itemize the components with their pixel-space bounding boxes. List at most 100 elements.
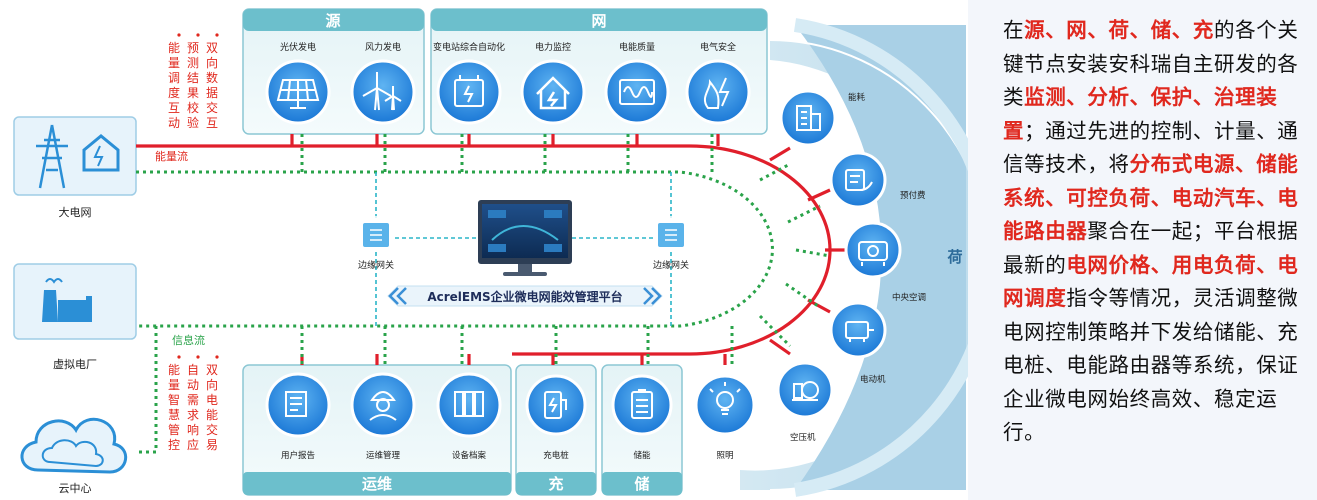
body-text: 指令等情况，灵活调整微电网控制策略并下发给储能、充电桩、电能路由器等系统，保证企… bbox=[1003, 286, 1299, 444]
note-char: 能 bbox=[206, 408, 218, 422]
node-virtual-plant: 虚拟电厂 bbox=[13, 263, 137, 371]
gateway-right-label: 边缘网关 bbox=[653, 259, 689, 271]
note-char: 验 bbox=[187, 115, 199, 130]
note-char: 智 bbox=[168, 392, 180, 407]
info-flow-lines bbox=[136, 134, 831, 454]
note-char: 量 bbox=[168, 378, 180, 392]
highlight-text: 源、网、荷、储、充 bbox=[1024, 18, 1215, 42]
svg-text:双向数据交互: 双向数据交互 bbox=[206, 41, 218, 130]
solar-panel-icon bbox=[276, 79, 320, 109]
worker-helmet-icon bbox=[369, 391, 397, 421]
note-char: 向 bbox=[206, 55, 218, 70]
note-char: 管 bbox=[168, 422, 180, 437]
pv-label: 光伏发电 bbox=[280, 41, 316, 53]
highlight-text: 分布式电源、储能系统、可控负荷、电动汽车、电能路由器 bbox=[1003, 152, 1299, 243]
substation-label: 变电站综合自动化 bbox=[433, 41, 505, 53]
cloud-label: 云中心 bbox=[59, 482, 92, 495]
highlight-text: 电网价格、用电负荷、电网调度 bbox=[1003, 252, 1299, 311]
note-char: 果 bbox=[187, 86, 199, 100]
note-char: 数 bbox=[206, 70, 218, 85]
compressor-icon bbox=[792, 381, 819, 401]
platform-title: AcrelEMS企业微电网能效管理平台 bbox=[427, 289, 622, 304]
load-title: 荷 bbox=[947, 248, 962, 266]
load-arc: 荷 bbox=[740, 18, 968, 497]
top-note-col-2: 预测结果校验 bbox=[187, 41, 199, 130]
note-char: 需 bbox=[187, 393, 199, 407]
grid-power-quality: 电能质量 bbox=[604, 41, 670, 125]
battery-icon bbox=[631, 389, 653, 419]
energy-flow-lines bbox=[136, 134, 845, 365]
note-char: 据 bbox=[206, 86, 218, 100]
top-notes: 双向数据交互 预测结果校验 能量调度互动 bbox=[168, 41, 218, 130]
svg-text:预测结果校验: 预测结果校验 bbox=[187, 41, 199, 130]
note-char: 双 bbox=[206, 41, 218, 55]
charging-station-icon bbox=[544, 391, 567, 419]
grid-power-monitor: 电力监控 bbox=[520, 41, 586, 125]
note-char: 交 bbox=[206, 100, 218, 115]
node-big-grid: 大电网 bbox=[13, 116, 137, 219]
note-char: 互 bbox=[168, 101, 180, 115]
load-hvac: 中央空调 bbox=[844, 221, 926, 303]
hvac-label: 中央空调 bbox=[892, 292, 926, 303]
note-char: 预 bbox=[187, 41, 199, 55]
body-text: 在 bbox=[1003, 18, 1025, 42]
note-char: 能 bbox=[168, 41, 180, 55]
wind-turbine-icon bbox=[362, 72, 402, 111]
gateway-left-label: 边缘网关 bbox=[358, 259, 394, 271]
ops-title: 运维 bbox=[362, 475, 392, 493]
compressor-label: 空压机 bbox=[790, 432, 816, 443]
power-plant-icon bbox=[42, 278, 92, 322]
bottom-note-col-3: 能量智慧管控 bbox=[168, 363, 180, 452]
note-char: 度 bbox=[168, 85, 180, 100]
note-char: 自 bbox=[187, 363, 199, 377]
home-power-icon bbox=[536, 76, 570, 110]
edge-gateway-left: 边缘网关 bbox=[358, 216, 394, 271]
note-char: 测 bbox=[187, 56, 199, 70]
waveform-icon bbox=[619, 79, 655, 105]
building-icon bbox=[796, 105, 821, 131]
grid-title: 网 bbox=[591, 12, 606, 30]
device-archive-label: 设备档案 bbox=[452, 450, 487, 461]
platform-monitor-icon bbox=[478, 200, 572, 276]
electrical-safety-label: 电气安全 bbox=[700, 41, 736, 53]
motor-icon bbox=[845, 321, 874, 342]
svg-text:自动需求响应: 自动需求响应 bbox=[187, 363, 199, 452]
energy-flow-label: 能量流 bbox=[155, 149, 188, 163]
storage-label: 储能 bbox=[633, 450, 651, 461]
note-char: 动 bbox=[187, 378, 199, 392]
ops-maintenance: 运维管理 bbox=[350, 372, 416, 461]
note-char: 交 bbox=[206, 422, 218, 437]
diagram-svg: 源 网 运维 充 储 荷 大电网 bbox=[13, 8, 968, 497]
air-conditioner-icon bbox=[858, 241, 888, 266]
big-grid-label: 大电网 bbox=[59, 205, 92, 219]
motor-label: 电动机 bbox=[860, 374, 886, 385]
note-char: 校 bbox=[187, 100, 199, 115]
note-char: 应 bbox=[187, 437, 199, 452]
top-note-col-3: 能量调度互动 bbox=[168, 41, 180, 130]
top-note-col-1: 双向数据交互 bbox=[206, 41, 218, 130]
note-char: 向 bbox=[206, 377, 218, 392]
note-char: 电 bbox=[206, 393, 218, 407]
note-dots bbox=[177, 33, 219, 359]
body-text: 的各个关键节点安装安科瑞自主研发的各类 bbox=[1003, 18, 1299, 109]
note-char: 结 bbox=[187, 71, 199, 85]
description-paragraph: 在源、网、荷、储、充的各个关键节点安装安科瑞自主研发的各类监测、分析、保护、治理… bbox=[1003, 14, 1303, 450]
light-bulb-icon bbox=[709, 382, 741, 415]
note-char: 调 bbox=[168, 71, 180, 85]
platform-banner: AcrelEMS企业微电网能效管理平台 bbox=[387, 285, 663, 307]
svg-text:能量调度互动: 能量调度互动 bbox=[168, 41, 180, 130]
power-monitor-label: 电力监控 bbox=[535, 41, 571, 53]
storage-title: 储 bbox=[634, 475, 649, 493]
prepaid-label: 预付费 bbox=[900, 190, 926, 201]
svg-text:能量智慧管控: 能量智慧管控 bbox=[168, 363, 180, 452]
virtual-plant-label: 虚拟电厂 bbox=[53, 357, 97, 371]
source-wind: 风力发电 bbox=[350, 41, 416, 125]
pylon-icon bbox=[36, 124, 68, 189]
load-prepaid: 预付费 bbox=[829, 151, 926, 209]
cloud-icon bbox=[20, 417, 127, 474]
user-report-label: 用户报告 bbox=[281, 450, 315, 461]
prepaid-card-icon bbox=[845, 169, 873, 191]
storage-unit: 储能 bbox=[611, 374, 673, 461]
load-motor: 电动机 bbox=[829, 301, 887, 385]
